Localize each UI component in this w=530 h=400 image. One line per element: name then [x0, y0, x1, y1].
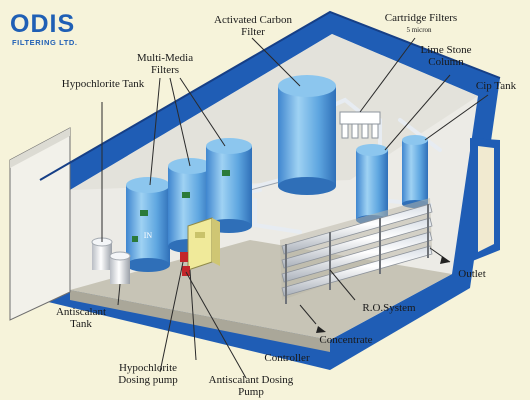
activated-carbon-filter-tank	[278, 75, 336, 195]
ro-system-frame	[280, 198, 433, 304]
label-cip-tank: Cip Tank	[475, 80, 517, 92]
label-ro-system: R.O.System	[362, 302, 416, 314]
multi-media-filter-tank	[206, 138, 252, 233]
hypochlorite-tank	[91, 237, 113, 270]
lime-stone-column-tank	[356, 144, 388, 225]
leader-lines	[101, 37, 489, 379]
dosing-pump-icons	[180, 252, 190, 276]
valve-icons	[132, 170, 230, 242]
label-cartridge-filters: Cartridge Filters	[384, 12, 458, 24]
label-cartridge-filters-spec: 5 micron	[406, 26, 432, 34]
label-in: IN	[143, 231, 153, 240]
cartridge-filter-housings	[339, 111, 381, 139]
label-activated-carbon-filter: Activated Carbon Filter	[214, 14, 292, 38]
cip-tank	[402, 135, 428, 208]
label-controller: Controller	[264, 352, 310, 364]
brand-subtitle: FILTERING LTD.	[12, 38, 78, 47]
label-hypochlorite-tank: Hypochlorite Tank	[61, 78, 145, 90]
controller-cabinet	[187, 217, 220, 271]
label-outlet: Outlet	[458, 268, 486, 280]
brand-name: ODIS	[10, 10, 76, 38]
label-hypochlorite-dosing-pump: Hypochlorite Dosing pump	[118, 362, 178, 386]
flow-arrows	[316, 256, 450, 333]
multi-media-filter-tank	[126, 177, 170, 272]
label-lime-stone-column: Lime Stone Column	[420, 44, 472, 68]
label-multi-media-filters: Multi-Media Filters	[136, 52, 194, 76]
label-antiscalant-dosing-pump: Antiscalant Dosing Pump	[208, 374, 294, 398]
odis-logo: ODIS FILTERING LTD.	[6, 10, 98, 48]
label-concentrate: Concentrate	[319, 334, 373, 346]
antiscalant-tank	[109, 251, 131, 284]
label-antiscalant-tank: Antiscalant Tank	[55, 306, 107, 330]
